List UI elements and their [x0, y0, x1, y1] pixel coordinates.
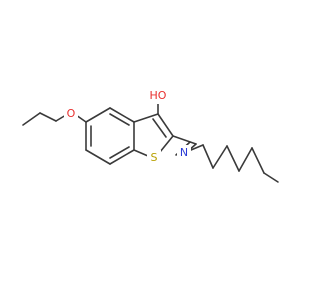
bond-chain-2 [212, 145, 228, 169]
bond-c2-ch [172, 135, 197, 145]
bond-chain-4 [238, 147, 253, 172]
bond-s-c7a [133, 149, 149, 157]
bond-ring-1 [85, 107, 111, 123]
bond-c3-c2 [157, 113, 174, 137]
bond-chain-3 [226, 145, 240, 172]
atom-s: S [147, 150, 161, 166]
atom-o-ethoxy: O [64, 106, 78, 122]
bond-c2-s [159, 135, 174, 153]
molecule-structure: O HO S N [22, 88, 279, 183]
bond-chain-1 [202, 144, 214, 169]
bond-ring-double-c [109, 146, 130, 159]
bond-chain-5 [251, 147, 265, 174]
bond-ethyl-ch3 [22, 112, 41, 126]
bond-ring-2 [109, 107, 135, 123]
bond-ethyl-ch2 [39, 112, 57, 122]
bond-c3a-c3 [133, 113, 159, 123]
bond-chain-6 [263, 172, 279, 183]
bond-ring-4 [109, 149, 135, 165]
bond-n-chain [190, 144, 204, 151]
structure-canvas: O HO S N [22, 88, 279, 183]
atom-label-nitrogen: N [180, 146, 188, 159]
atom-label-o-ethoxy: O [67, 107, 76, 120]
bond-ring-double-b [109, 113, 130, 126]
atom-n: N [177, 145, 191, 161]
bond-ring-5 [85, 149, 111, 165]
atom-oh: HO [146, 88, 172, 104]
bond-c3-c2-double [152, 118, 167, 138]
atom-label-hydroxy: HO [150, 89, 167, 102]
atom-label-sulfur: S [151, 151, 158, 164]
